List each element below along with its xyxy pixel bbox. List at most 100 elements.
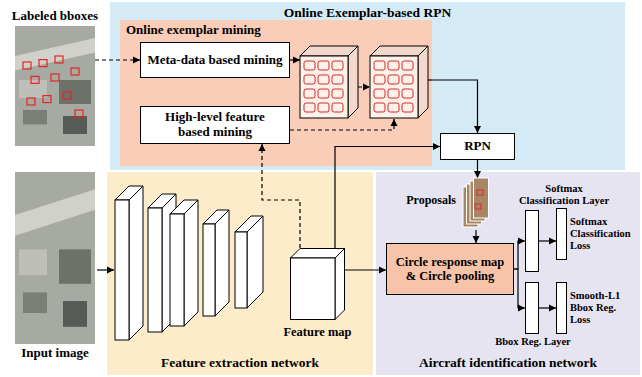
arrow-head	[379, 267, 386, 274]
node-picture	[15, 172, 95, 344]
loss-bar: Softmax Classification Loss	[556, 208, 567, 260]
process-box: RPN	[440, 133, 515, 160]
exemplar-mark	[388, 61, 399, 70]
arrow-head	[473, 236, 480, 243]
flow-line	[290, 119, 394, 130]
proposal-patch	[474, 178, 489, 218]
feature-cube	[335, 249, 345, 320]
box-label: Circle response map & Circle pooling	[391, 255, 509, 284]
label-holder: Proposals	[406, 194, 462, 208]
connector-line	[432, 80, 478, 133]
exemplar-mark	[402, 89, 413, 98]
aerial-ground	[15, 26, 95, 146]
exemplar-mark	[388, 103, 399, 112]
panel-ground	[376, 172, 640, 375]
bbox-mark	[39, 60, 47, 67]
label-holder: Bbox Reg. Layer	[486, 333, 580, 348]
aerial-building	[59, 80, 91, 104]
box-label: High-level feature based mining	[155, 110, 275, 140]
cnn-layer	[215, 210, 229, 316]
label-holder: Labeled bboxes	[0, 9, 135, 26]
bbox-mark	[31, 76, 39, 83]
loss-bar: Smooth-L1 Bbox Reg. Loss	[556, 282, 567, 334]
arrow-head	[549, 305, 556, 312]
bbox-mark	[43, 96, 51, 103]
cnn-layer	[115, 200, 129, 340]
bbox-mark	[55, 56, 63, 63]
exemplar-cube	[300, 56, 348, 118]
feature-map-cube: Feature map	[290, 248, 345, 320]
layer-bar: Softmax Classification Layer	[525, 210, 539, 272]
caption-label: Softmax Classification Layer	[516, 183, 612, 207]
flow-line	[428, 79, 432, 80]
bbox-mark	[63, 92, 71, 99]
label-holder: Softmax Classification Layer	[516, 183, 612, 211]
exemplar-mark	[374, 61, 385, 70]
caption-label: Proposals	[406, 194, 456, 208]
bbox-mark	[27, 98, 35, 105]
arrow-connector	[345, 267, 386, 274]
panel-title: Feature extraction network	[161, 355, 319, 371]
caption-label: Bbox Reg. Layer	[486, 336, 580, 348]
arrow-head	[293, 57, 300, 64]
aerial-runway	[15, 189, 95, 235]
exemplar-cube	[418, 46, 428, 118]
exemplar-cube	[370, 56, 418, 118]
arrow-connector	[539, 238, 556, 245]
label-holder: Softmax Classification Loss	[566, 216, 636, 252]
bbox-mark	[23, 62, 31, 69]
panel-title: Online exemplar mining	[126, 23, 261, 38]
exemplar-mark	[318, 75, 329, 84]
arrow-connector	[259, 144, 301, 248]
arrow-connector	[432, 80, 481, 133]
exemplar-mark	[374, 89, 385, 98]
arrow-connector	[474, 160, 481, 178]
arrow-head	[518, 305, 525, 312]
arrow-connector	[514, 238, 525, 270]
exemplar-mark	[402, 61, 413, 70]
aerial-building	[59, 249, 91, 283]
process-box: Meta-data based mining	[140, 42, 290, 78]
panel-title: Online Exemplar-based RPN	[284, 5, 452, 21]
connector-line	[262, 144, 300, 248]
arrow-head	[107, 267, 114, 274]
arrow-head	[549, 238, 556, 245]
connector-line	[514, 269, 525, 308]
region-panel: Aircraft identification network Proposals…	[376, 172, 640, 375]
caption-label: Feature map	[260, 325, 375, 339]
panel-ground	[120, 20, 432, 166]
panel-ground	[107, 172, 373, 375]
aerial-building	[23, 110, 47, 124]
aerial-runway	[15, 38, 95, 70]
arrow-head	[363, 84, 370, 91]
cnn-layer	[148, 208, 162, 332]
label-holder: Input image	[0, 344, 135, 361]
aerial-ground	[15, 172, 95, 344]
exemplar-mark	[388, 89, 399, 98]
process-box: High-level feature based mining	[140, 106, 290, 144]
cnn-layer	[203, 224, 215, 316]
arrow-connector	[95, 57, 140, 64]
arrow-head	[433, 143, 440, 150]
arrow-connector	[473, 230, 480, 243]
exemplar-mark	[304, 75, 315, 84]
exemplar-mark	[402, 103, 413, 112]
caption-label: Input image	[0, 346, 135, 361]
box-label: RPN	[464, 139, 491, 154]
feature-cube	[291, 258, 336, 320]
layer-bar: Bbox Reg. Layer	[525, 282, 539, 334]
node-picture	[290, 248, 345, 320]
arrow-connector	[514, 269, 525, 312]
exemplar-mark	[304, 61, 315, 70]
cnn-layer	[235, 232, 247, 308]
label-holder: Feature map	[260, 320, 375, 339]
aerial-image: Input image	[15, 172, 95, 344]
aerial-building	[63, 301, 87, 327]
arrow-head	[474, 126, 481, 133]
panel-title: Aircraft identification network	[419, 355, 597, 371]
exemplar-mark	[374, 75, 385, 84]
aerial-building	[23, 292, 47, 313]
exemplar-mark	[388, 75, 399, 84]
connector-line	[514, 241, 525, 269]
exemplar-mark	[374, 103, 385, 112]
